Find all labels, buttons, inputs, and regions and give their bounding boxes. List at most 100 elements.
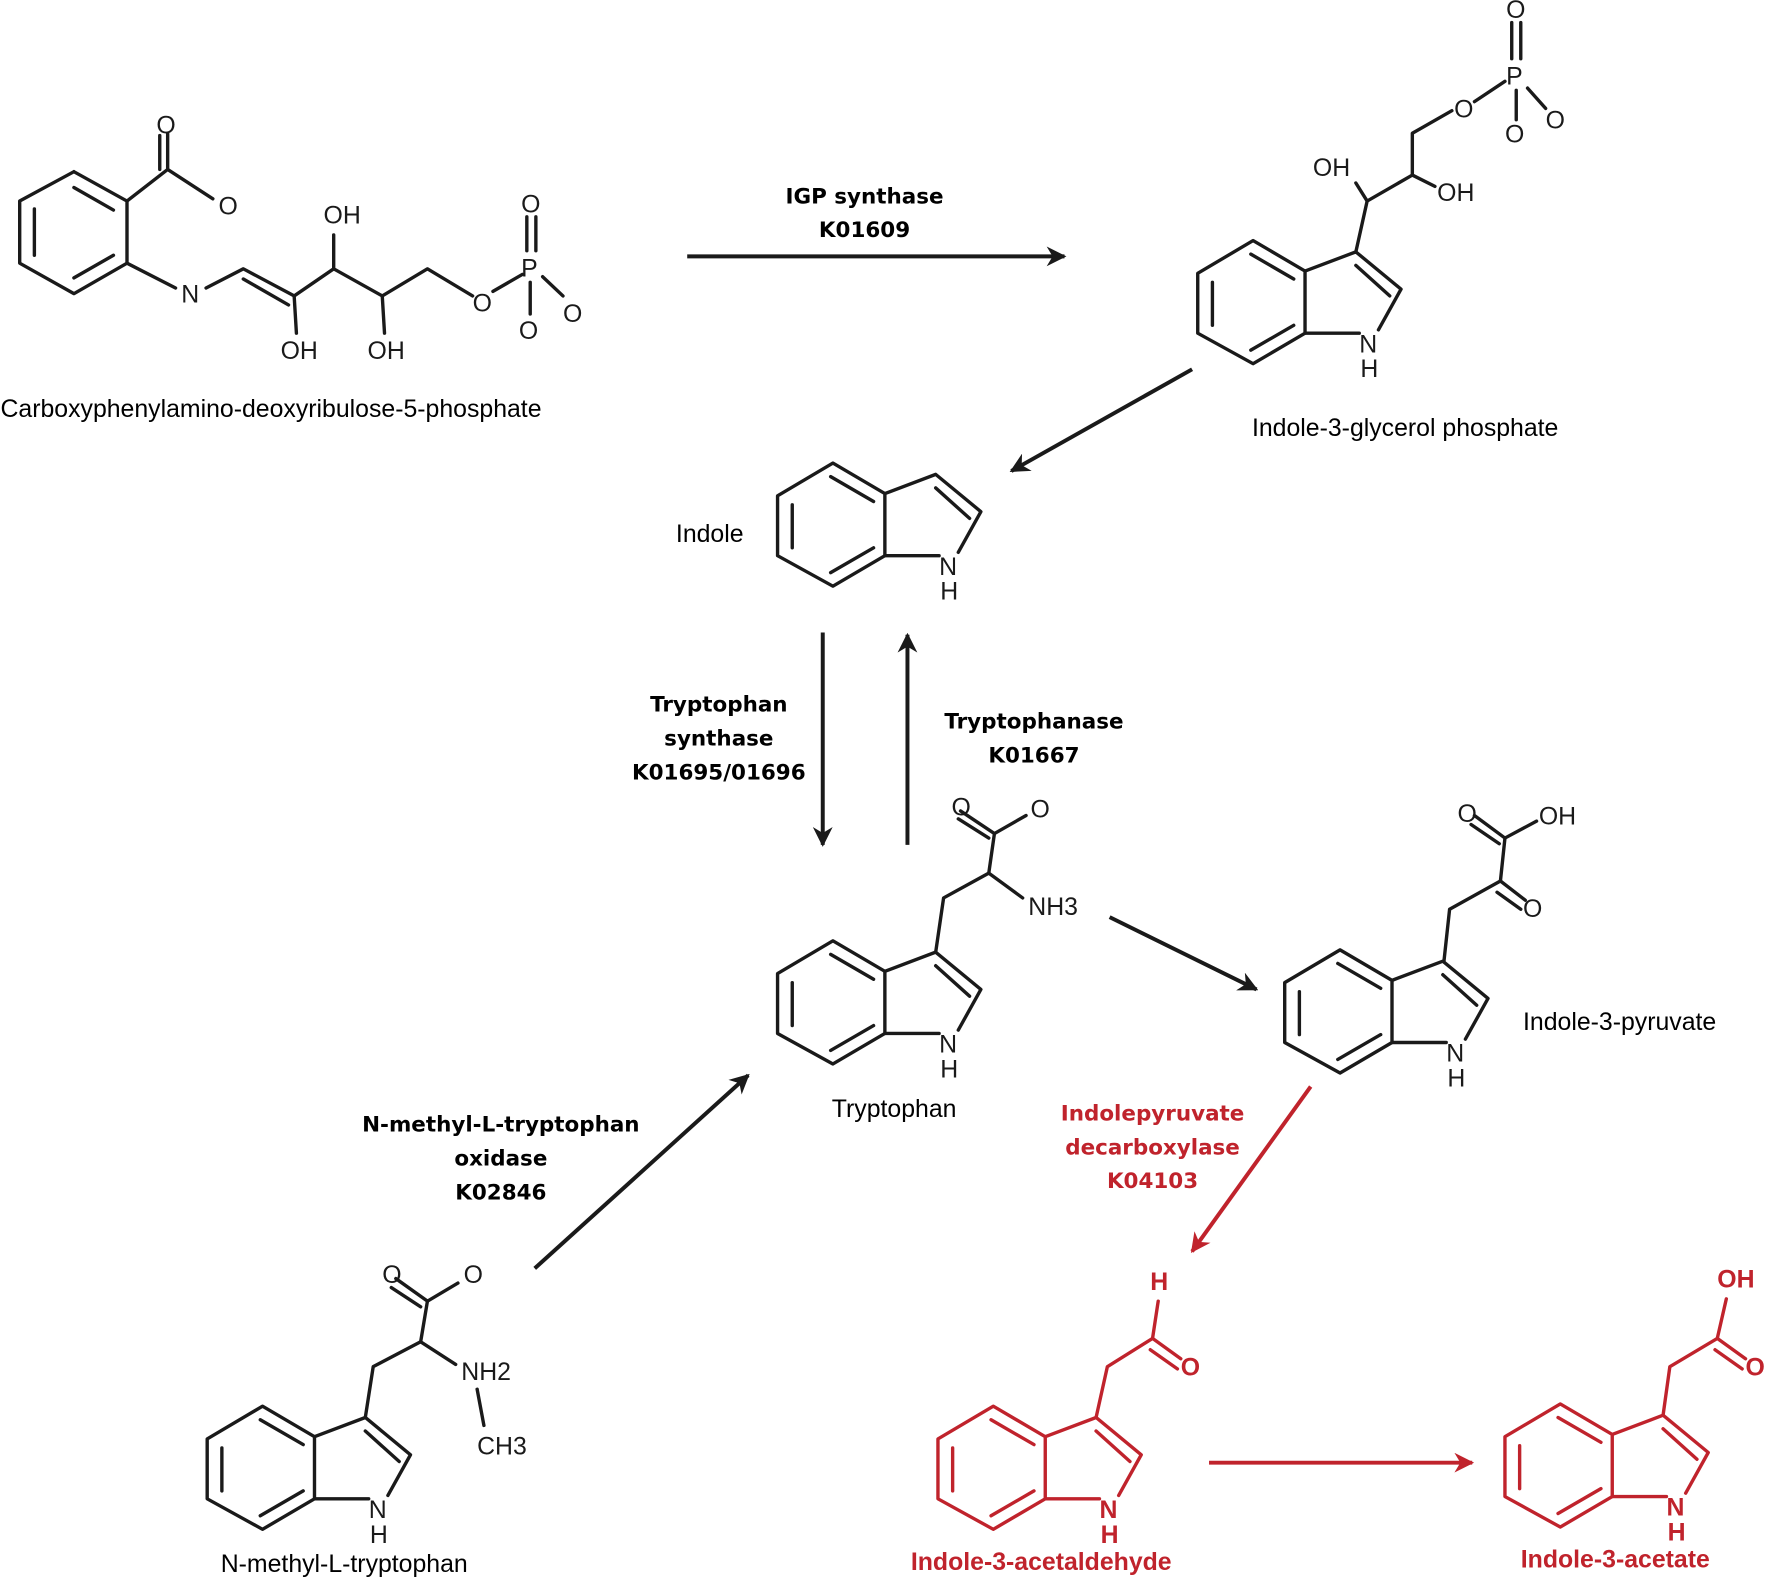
double-bond [934, 964, 972, 998]
atom-label: N [939, 1032, 957, 1059]
enzyme-indolepyruvate-decarboxylase-ko: K04103 [1107, 1169, 1198, 1194]
double-bond [1249, 323, 1296, 352]
atom-label: O [218, 194, 237, 221]
bond [1442, 879, 1527, 963]
arrow-igp-to-indole [1009, 367, 1194, 473]
bond [1713, 1348, 1744, 1371]
double-bond [828, 474, 876, 504]
enzyme-tryptophan-synthase-2: synthase [664, 726, 773, 751]
enzyme-nmt-oxidase-2: oxidase [454, 1147, 547, 1172]
arrow-trp-to-pyruvate [1108, 915, 1259, 992]
bond [425, 1281, 460, 1303]
atom-label: CH3 [477, 1434, 527, 1461]
atom-label: O [1746, 1355, 1765, 1382]
atom-label: P [1506, 64, 1523, 91]
atom-label: OH [1313, 155, 1350, 182]
double-bond [1354, 263, 1392, 298]
bond [363, 1276, 430, 1420]
double-bond [1094, 1429, 1132, 1464]
bond [491, 272, 525, 294]
bond [1354, 181, 1369, 203]
bond [1525, 86, 1548, 111]
bond [956, 817, 991, 840]
bond [72, 253, 116, 280]
enzyme-indolepyruvate-decarboxylase-2: decarboxylase [1065, 1135, 1240, 1160]
bond [1472, 813, 1507, 883]
atom-label: O [1181, 1355, 1200, 1382]
compound-label-indole: Indole [676, 521, 744, 548]
atom-label: O [952, 794, 971, 821]
double-bond [1441, 973, 1479, 1007]
atom-label: N [369, 1497, 387, 1524]
bond [331, 267, 387, 335]
double-bond [1336, 1032, 1383, 1062]
atom-label: O [473, 291, 492, 318]
enzyme-tryptophanase-ko: K01667 [988, 743, 1079, 768]
enzyme-igp-synthase: IGP synthase [786, 184, 944, 209]
bond [72, 185, 116, 212]
pyrrole-ring [1390, 959, 1490, 1041]
atom-label: N [1099, 1497, 1117, 1524]
compound-label-tryptophan: Tryptophan [832, 1096, 957, 1123]
double-bond [934, 486, 972, 521]
double-bond [258, 1418, 305, 1447]
atom-label: OH [1539, 804, 1576, 831]
atom-label: OH [368, 338, 405, 365]
double-bond [828, 952, 876, 981]
bond [1469, 822, 1501, 846]
atom-label: O [563, 301, 582, 328]
bond [204, 267, 296, 298]
atom-label: O [1506, 0, 1525, 24]
atom-label: NH2 [461, 1359, 511, 1386]
double-bond [1661, 1427, 1699, 1461]
atom-label: OH [1437, 180, 1474, 207]
double-bond [258, 1489, 305, 1518]
compound-label-igp: Indole-3-glycerol phosphate [1252, 415, 1558, 442]
arrow-indolepyruvate-decarboxylase [1190, 1085, 1313, 1254]
bond [1661, 1336, 1748, 1417]
bond [292, 294, 299, 335]
bond [1354, 173, 1437, 254]
bond [934, 809, 997, 954]
enzyme-igp-synthase-ko: K01609 [819, 218, 910, 243]
double-bond [989, 1489, 1036, 1518]
molecule-indole: NH [775, 461, 983, 606]
bond [389, 1285, 423, 1309]
compound-labels: Carboxyphenylamino-deoxyribulose-5-phosp… [0, 396, 1716, 1578]
atom-label: H [940, 1057, 958, 1084]
atom-label: H [1101, 1522, 1119, 1549]
atom-label: H [1150, 1269, 1168, 1296]
bond [1715, 1297, 1729, 1341]
atom-label: OH [1717, 1267, 1754, 1294]
bond [125, 131, 170, 203]
compound-label-cdrp: Carboxyphenylamino-deoxyribulose-5-phosp… [0, 396, 541, 423]
atom-label: H [370, 1522, 388, 1549]
compound-label-indole-3-acetate: Indole-3-acetate [1521, 1547, 1710, 1574]
atom-label: O [156, 112, 175, 139]
bond [540, 275, 565, 298]
bond [1094, 1336, 1183, 1420]
pyrrole-ring [312, 1415, 413, 1498]
pyrrole-ring [1043, 1415, 1143, 1498]
enzyme-labels: IGP synthase K01609 Tryptophan synthase … [362, 184, 1244, 1205]
bond [125, 261, 178, 290]
atom-label: O [1458, 801, 1477, 828]
atom-label: N [181, 282, 199, 309]
enzyme-nmt-oxidase-ko: K02846 [455, 1180, 546, 1205]
atom-label: H [1447, 1066, 1465, 1093]
compound-label-indole-3-acetaldehyde: Indole-3-acetaldehyde [911, 1549, 1172, 1576]
atom-label: N [1359, 331, 1377, 358]
double-bond [1249, 252, 1296, 281]
bond [1495, 890, 1523, 911]
bond [418, 1340, 458, 1367]
atom-label: O [519, 318, 538, 345]
enzyme-nmt-oxidase: N-methyl-L-tryptophan [362, 1113, 639, 1138]
double-bond [1556, 1486, 1603, 1516]
bond [475, 1387, 486, 1428]
